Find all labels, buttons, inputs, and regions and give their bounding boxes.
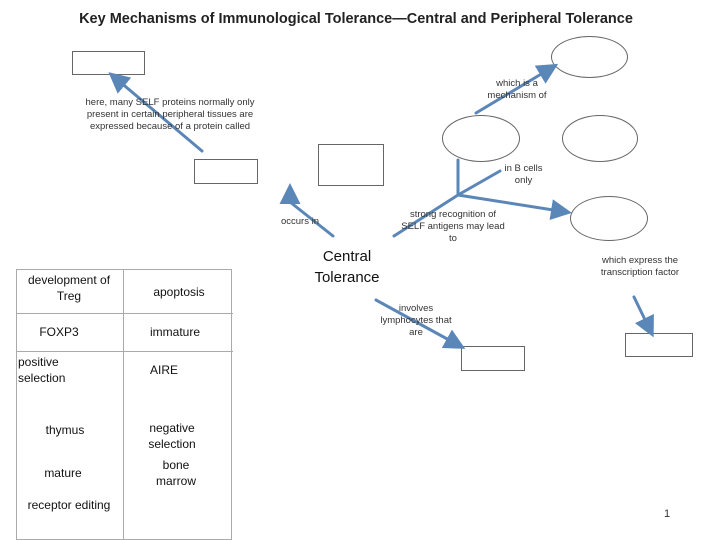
word-bank-column-divider xyxy=(123,270,124,539)
word-bank-item[interactable]: receptor editing xyxy=(27,498,111,512)
arrow-to-lower-right-box xyxy=(632,295,654,338)
blank-oval-top-right[interactable] xyxy=(551,36,628,78)
blank-oval-right-middle[interactable] xyxy=(442,115,520,162)
word-bank-item[interactable]: thymus xyxy=(45,423,85,437)
label-strong-recognition: strong recognition of SELF antigens may … xyxy=(401,209,505,244)
arrow-to-top-left-box xyxy=(108,72,204,153)
word-bank-item[interactable]: AIRE xyxy=(150,363,179,377)
page-number: 1 xyxy=(664,508,671,520)
blank-oval-far-right[interactable] xyxy=(562,115,638,162)
word-bank-item[interactable]: immature xyxy=(149,325,200,339)
arrow-to-center-box xyxy=(288,200,335,238)
word-bank-row-divider xyxy=(17,351,233,352)
word-bank-item[interactable]: bone marrow xyxy=(155,458,196,488)
label-occurs-in: occurs in xyxy=(280,216,319,227)
blank-box-lower-middle[interactable] xyxy=(461,346,525,371)
central-tolerance-node: Central Tolerance xyxy=(314,248,380,286)
arrow-from-central xyxy=(392,193,460,238)
blank-box-center[interactable] xyxy=(318,144,384,186)
word-bank-row-divider xyxy=(17,313,233,314)
label-self-proteins: here, many SELF proteins normally only p… xyxy=(85,97,255,132)
word-bank-item[interactable]: mature xyxy=(44,466,82,480)
word-bank-item[interactable]: positive selection xyxy=(18,355,66,385)
word-bank-item[interactable]: development of Treg xyxy=(27,273,111,303)
label-b-cells-only: in B cells only xyxy=(504,163,543,186)
label-involves-lymphocytes: involves lymphocytes that are xyxy=(380,303,452,338)
word-bank-item[interactable]: negative selection xyxy=(148,421,196,451)
arrow-to-lower-middle-box xyxy=(374,298,466,349)
page-title: Key Mechanisms of Immunological Toleranc… xyxy=(79,11,633,27)
label-transcription-factor: which express the transcription factor xyxy=(600,255,680,278)
word-bank-item[interactable]: FOXP3 xyxy=(39,325,79,339)
label-mechanism-of: which is a mechanism of xyxy=(487,78,547,101)
blank-box-middle[interactable] xyxy=(194,159,258,184)
blank-oval-right-lower[interactable] xyxy=(570,196,648,241)
arrow-to-right-lower-oval xyxy=(456,193,572,221)
arrow-to-top-right-oval xyxy=(474,63,559,115)
word-bank-item[interactable]: apoptosis xyxy=(153,285,205,299)
arrow-branch-b-cells xyxy=(456,169,502,197)
